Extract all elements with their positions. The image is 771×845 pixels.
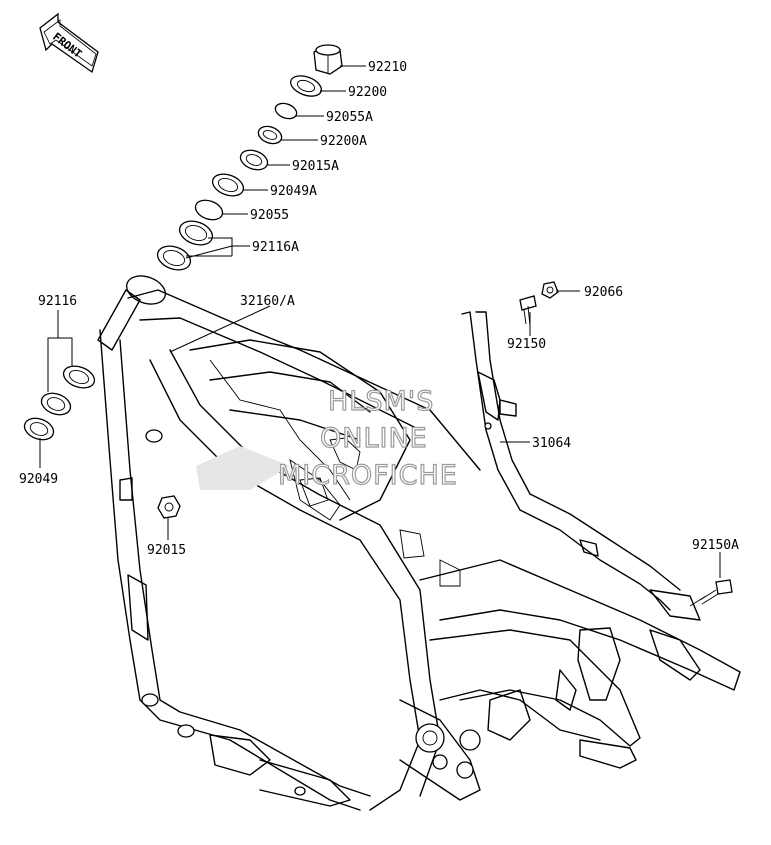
- locknut-icon: [239, 149, 269, 171]
- lower-bearing-icon: [40, 392, 72, 416]
- label-92055A: 92055A: [326, 110, 373, 125]
- o-ring-small-icon: [274, 102, 298, 120]
- watermark-line-2: ONLINE: [320, 423, 428, 454]
- o-ring-large-icon: [194, 199, 224, 221]
- label-31064: 31064: [532, 436, 571, 451]
- label-92066: 92066: [584, 285, 623, 300]
- rear-subframe-icon: [461, 311, 701, 621]
- watermark-line-1: HLSM'S: [328, 386, 434, 417]
- bolt-92150A-icon: [689, 579, 733, 607]
- label-92200A: 92200A: [320, 134, 367, 149]
- lower-race-icon: [62, 365, 96, 389]
- leader-lines: [39, 65, 721, 578]
- part-labels: 92210 92200 92055A 92200A 92015A 92049A …: [19, 60, 739, 558]
- label-92015A: 92015A: [292, 159, 339, 174]
- label-92116: 92116: [38, 294, 77, 309]
- stem-washer-icon: [290, 75, 322, 97]
- label-92150A: 92150A: [692, 538, 739, 553]
- upper-race-icon: [156, 245, 192, 271]
- lower-bearing-parts: [23, 365, 96, 441]
- nut-92015-icon: [157, 495, 181, 519]
- front-direction-badge: FRONT: [39, 12, 99, 74]
- head-pipe-top-icon: [126, 275, 166, 305]
- label-92055: 92055: [250, 208, 289, 223]
- label-92150: 92150: [507, 337, 546, 352]
- label-92210: 92210: [368, 60, 407, 75]
- nut-92066-icon: [541, 281, 559, 299]
- label-92049A: 92049A: [270, 184, 317, 199]
- main-frame-icon: [97, 289, 741, 811]
- watermark-line-3: MICROFICHE: [278, 460, 458, 491]
- seal-icon: [211, 173, 245, 197]
- lock-washer-icon: [257, 125, 283, 145]
- stem-nut-icon: [313, 44, 343, 75]
- label-92049: 92049: [19, 472, 58, 487]
- bolt-92150-icon: [519, 295, 537, 327]
- label-92116A: 92116A: [252, 240, 299, 255]
- watermark: HLSM'S ONLINE MICROFICHE: [277, 385, 458, 491]
- label-92015: 92015: [147, 543, 186, 558]
- label-92200: 92200: [348, 85, 387, 100]
- upper-bearing-icon: [178, 220, 214, 246]
- steering-stem-parts: [126, 44, 343, 305]
- label-32160A: 32160/A: [240, 294, 295, 309]
- lower-seal-icon: [23, 417, 55, 441]
